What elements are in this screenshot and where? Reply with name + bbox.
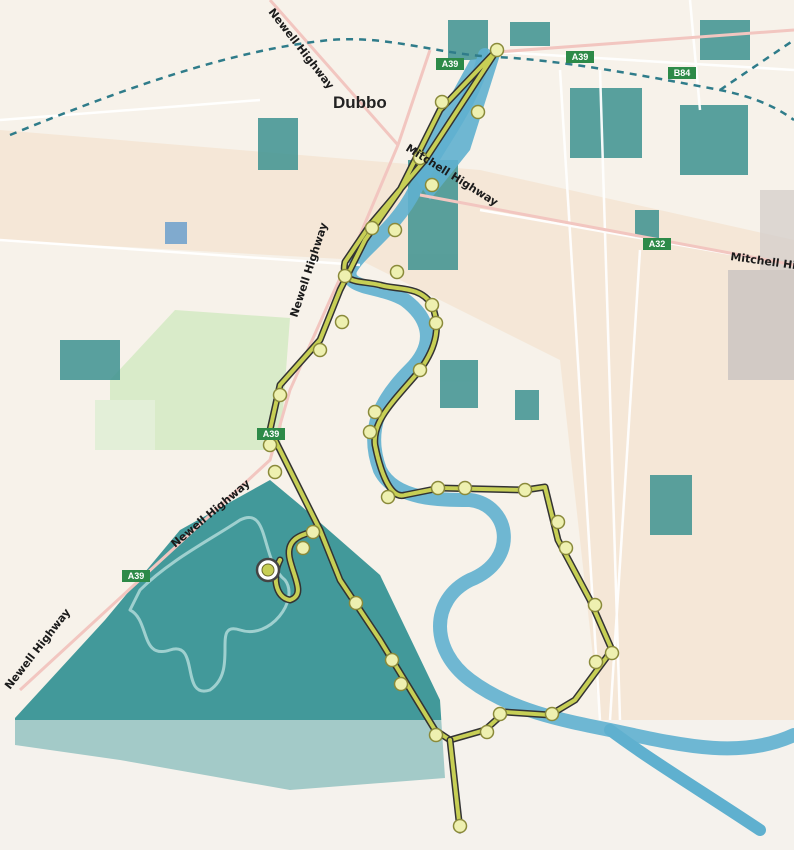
track-marker[interactable] xyxy=(393,676,409,692)
urban-blocks xyxy=(60,20,750,535)
svg-text:B84: B84 xyxy=(674,68,691,78)
track-marker[interactable] xyxy=(434,94,450,110)
route-shield-a39: A39 xyxy=(436,58,464,70)
forest-reserve xyxy=(15,480,445,790)
mitchell-highway-road xyxy=(419,193,794,267)
track-marker[interactable] xyxy=(312,342,328,358)
urban-block xyxy=(570,88,642,158)
track-marker[interactable] xyxy=(389,264,405,280)
track-marker[interactable] xyxy=(348,595,364,611)
track-marker[interactable] xyxy=(479,724,495,740)
track-marker[interactable] xyxy=(305,524,321,540)
urban-block xyxy=(440,360,478,408)
urban-block xyxy=(515,390,539,420)
track-marker[interactable] xyxy=(262,437,278,453)
track-marker[interactable] xyxy=(587,597,603,613)
track-marker[interactable] xyxy=(604,645,620,661)
urban-block xyxy=(60,340,120,380)
urban-block xyxy=(650,475,692,535)
track-marker[interactable] xyxy=(550,514,566,530)
track-marker[interactable] xyxy=(387,222,403,238)
track-marker[interactable] xyxy=(452,818,468,834)
track-marker[interactable] xyxy=(457,480,473,496)
track-marker[interactable] xyxy=(558,540,574,556)
svg-text:A39: A39 xyxy=(572,52,589,62)
svg-text:A39: A39 xyxy=(128,571,145,581)
river-wide xyxy=(410,55,500,200)
track-marker[interactable] xyxy=(492,706,508,722)
track-marker[interactable] xyxy=(337,268,353,284)
track-marker[interactable] xyxy=(384,652,400,668)
track-marker[interactable] xyxy=(424,297,440,313)
track-marker[interactable] xyxy=(362,424,378,440)
track-marker[interactable] xyxy=(489,42,505,58)
track-marker[interactable] xyxy=(380,489,396,505)
track-marker[interactable] xyxy=(470,104,486,120)
urban-block xyxy=(680,105,748,175)
track-marker[interactable] xyxy=(412,362,428,378)
track-marker[interactable] xyxy=(267,464,283,480)
major-roads xyxy=(18,0,794,692)
track-marker[interactable] xyxy=(517,482,533,498)
track-marker[interactable] xyxy=(428,315,444,331)
route-shield-a39: A39 xyxy=(566,51,594,63)
track-marker[interactable] xyxy=(364,220,380,236)
highway-east xyxy=(496,28,794,54)
grey-urban-area xyxy=(728,270,794,380)
town-label: Dubbo xyxy=(333,93,387,112)
track-marker[interactable] xyxy=(430,480,446,496)
railway-branch xyxy=(719,38,794,92)
route-shield-a39: A39 xyxy=(122,570,150,582)
grey-urban-area-2 xyxy=(760,190,794,270)
walking-track xyxy=(266,46,616,834)
route-shield-b84: B84 xyxy=(668,67,696,79)
urban-block xyxy=(165,222,187,244)
river-tributary xyxy=(604,724,766,836)
track-marker[interactable] xyxy=(334,314,350,330)
track-marker[interactable] xyxy=(367,404,383,420)
track-marker[interactable] xyxy=(544,706,560,722)
track-marker[interactable] xyxy=(295,540,311,556)
svg-text:A39: A39 xyxy=(263,429,280,439)
track-marker[interactable] xyxy=(428,727,444,743)
urban-block xyxy=(258,118,298,170)
urban-block xyxy=(635,210,659,238)
track-marker[interactable] xyxy=(588,654,604,670)
track-marker[interactable] xyxy=(272,387,288,403)
route-shield-a39: A39 xyxy=(257,428,285,440)
track-markers xyxy=(262,42,620,834)
warm-land-area xyxy=(0,130,794,720)
track-marker[interactable] xyxy=(412,150,428,166)
svg-text:A39: A39 xyxy=(442,59,459,69)
start-point[interactable] xyxy=(255,557,281,583)
urban-block xyxy=(700,20,750,60)
route-shield-a32: A32 xyxy=(643,238,671,250)
urban-block xyxy=(510,22,550,46)
park-area-2 xyxy=(95,400,155,450)
svg-text:A32: A32 xyxy=(649,239,666,249)
track-marker[interactable] xyxy=(424,177,440,193)
highway-north xyxy=(268,0,400,146)
forest-trail xyxy=(128,516,291,693)
